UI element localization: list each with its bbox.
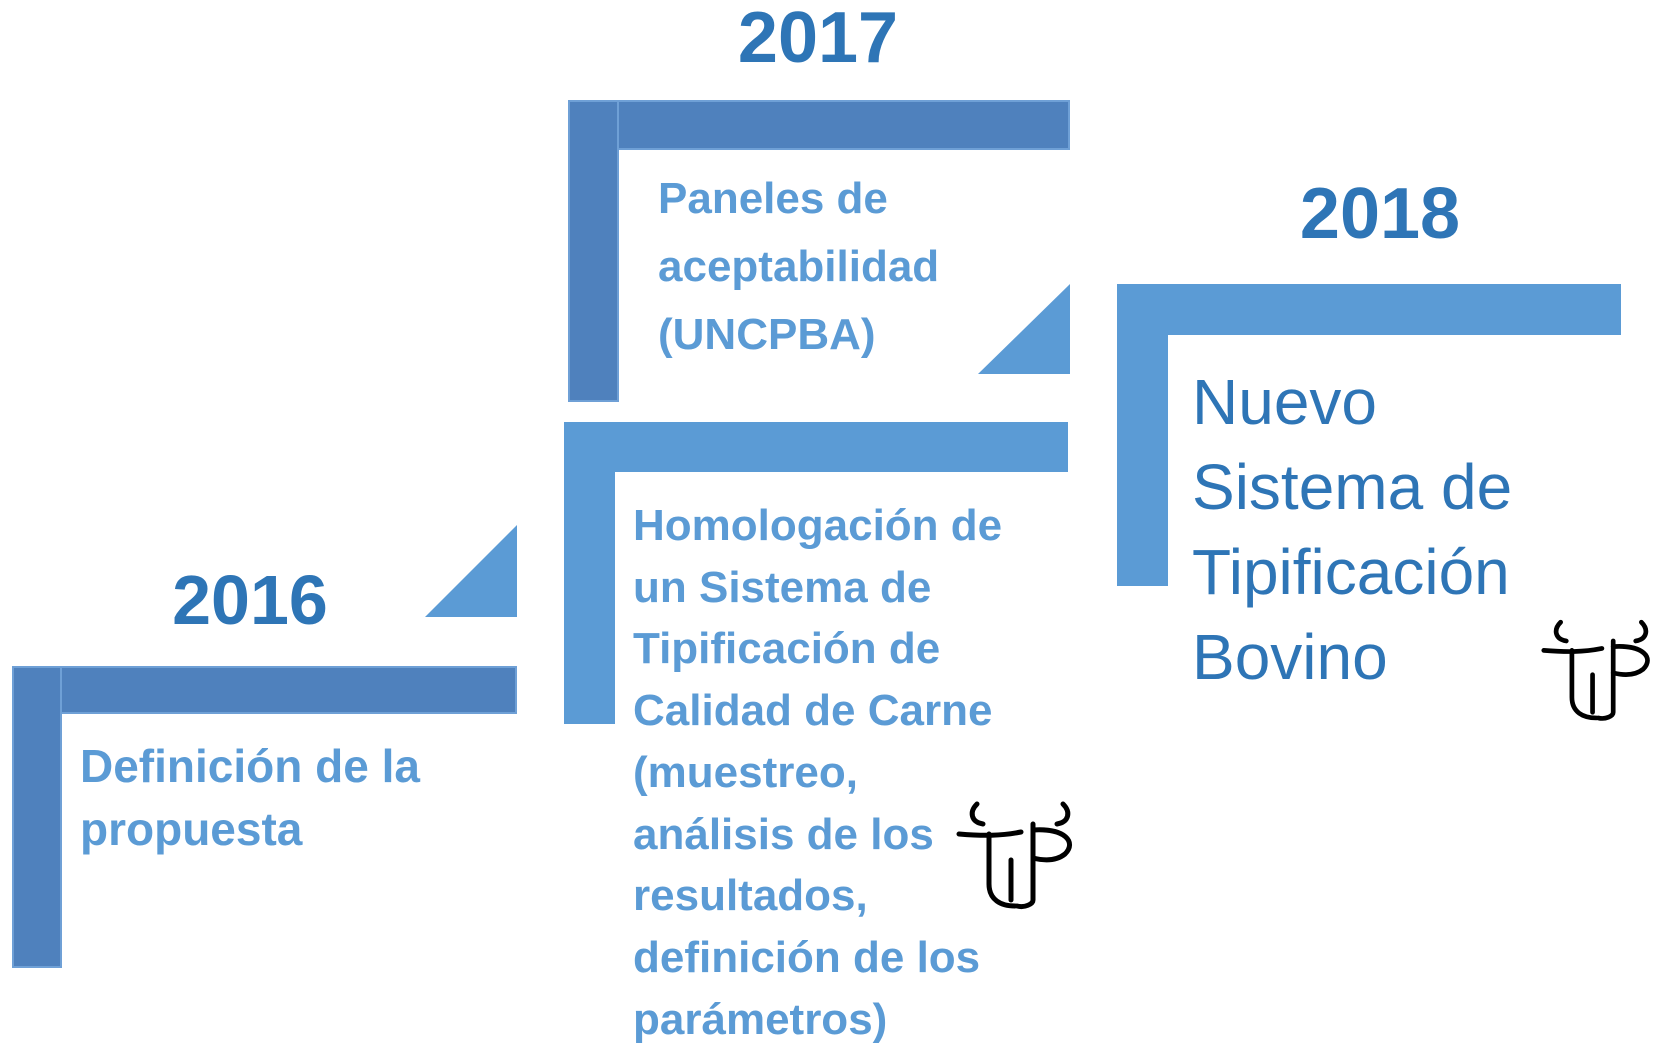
connector-triangle-upper [978, 284, 1070, 374]
milestone-label-2018: Nuevo Sistema de Tipificación Bovino [1192, 360, 1512, 700]
label-line: Calidad de Carne [633, 686, 993, 736]
label-line: Paneles de [658, 174, 888, 223]
bracket-top-bar-2016 [12, 666, 517, 714]
bracket-top-bar-homologacion [564, 422, 1068, 472]
tip-bull-logo-icon-2018 [1541, 619, 1650, 721]
label-line: definición de los [633, 932, 981, 982]
label-line: parámetros) [633, 994, 888, 1044]
milestone-label-2016: Definición de la propuesta [80, 735, 420, 861]
bracket-side-bar-2016 [12, 666, 62, 968]
label-line: (UNCPBA) [658, 310, 876, 359]
label-line: Tipificación [1192, 536, 1510, 608]
label-line: análisis de los [633, 809, 934, 859]
label-line: (muestreo, [633, 747, 858, 797]
label-line: Nuevo [1192, 366, 1377, 438]
label-line: Tipificación de [633, 624, 941, 674]
label-line: Bovino [1192, 621, 1388, 693]
milestone-label-2017: Paneles de aceptabilidad (UNCPBA) [658, 165, 939, 369]
bracket-side-bar-2018 [1117, 284, 1168, 586]
label-line: Definición de la [80, 740, 420, 792]
bracket-top-bar-2017 [568, 100, 1070, 150]
year-2016: 2016 [172, 561, 328, 639]
connector-triangle-lower [425, 525, 517, 617]
label-line: Sistema de [1192, 451, 1513, 523]
label-line: aceptabilidad [658, 242, 940, 291]
label-line: resultados, [633, 871, 868, 921]
label-line: Homologación de [633, 501, 1003, 550]
tip-bull-logo-icon [955, 800, 1085, 912]
year-2017: 2017 [737, 0, 899, 78]
year-2018: 2018 [1299, 174, 1461, 254]
label-line: propuesta [80, 803, 303, 855]
label-line: un Sistema de [633, 562, 932, 612]
bracket-side-bar-homologacion [564, 422, 615, 724]
bracket-top-bar-2018 [1117, 284, 1621, 335]
milestone-label-homologacion: Homologación de un Sistema de Tipificaci… [633, 495, 1002, 1050]
bracket-side-bar-2017 [568, 100, 619, 402]
